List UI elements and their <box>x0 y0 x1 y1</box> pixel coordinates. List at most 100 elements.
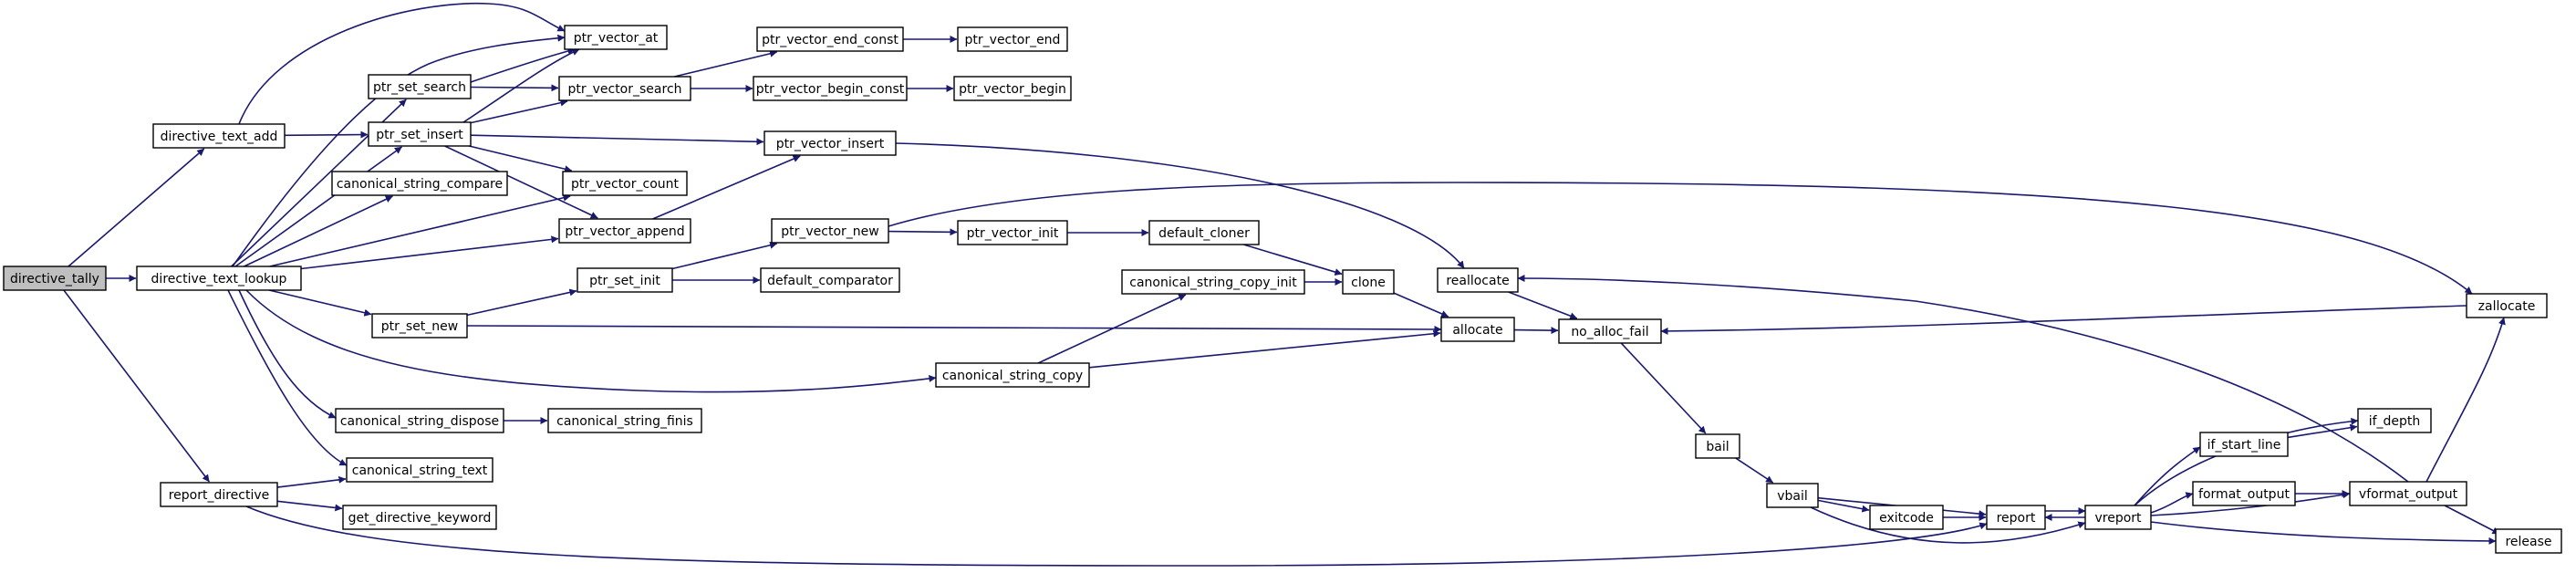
node-box <box>368 74 472 99</box>
node-ptr_vector_begin_const[interactable]: ptr_vector_begin_const <box>753 76 908 101</box>
node-ptr_vector_insert[interactable]: ptr_vector_insert <box>763 130 897 156</box>
edge-line <box>652 155 801 220</box>
node-label: ptr_vector_new <box>781 224 878 239</box>
node-if_depth[interactable]: if_depth <box>2357 408 2432 433</box>
node-vbail[interactable]: vbail <box>1766 483 1819 508</box>
node-label: directive_text_add <box>161 130 278 144</box>
node-label: canonical_string_finis <box>556 414 693 429</box>
edge-ptr_set_insert-to-ptr_vector_append <box>444 145 598 219</box>
node-zallocate[interactable]: zallocate <box>2466 293 2548 318</box>
node-format_output[interactable]: format_output <box>2192 481 2296 506</box>
node-get_directive_keyword[interactable]: get_directive_keyword <box>342 505 497 530</box>
node-default_cloner[interactable]: default_cloner <box>1148 220 1260 245</box>
node-label: release <box>2505 535 2551 549</box>
node-box <box>562 171 688 196</box>
edge-line <box>1620 342 1707 434</box>
node-ptr_vector_init[interactable]: ptr_vector_init <box>957 220 1068 245</box>
edge-vformat_output-to-release <box>2444 505 2500 535</box>
node-ptr_vector_search[interactable]: ptr_vector_search <box>558 76 691 101</box>
node-directive_tally[interactable]: directive_tally <box>3 266 107 291</box>
node-canonical_string_copy[interactable]: canonical_string_copy <box>935 362 1090 388</box>
node-label: report_directive <box>169 488 270 503</box>
node-clone[interactable]: clone <box>1342 269 1395 295</box>
node-box <box>346 457 493 483</box>
edge-line <box>888 182 2473 295</box>
edge-bail-to-vbail <box>1735 457 1774 484</box>
node-canonical_string_compare[interactable]: canonical_string_compare <box>331 171 508 196</box>
node-ptr_vector_new[interactable]: ptr_vector_new <box>771 218 889 244</box>
node-default_comparator[interactable]: default_comparator <box>760 267 900 293</box>
edge-report_directive-to-report <box>245 505 1988 567</box>
edge-line <box>63 289 211 483</box>
node-box <box>335 408 504 433</box>
node-bail[interactable]: bail <box>1695 433 1740 459</box>
edge-line <box>238 289 337 419</box>
node-box <box>2192 481 2296 506</box>
edge-vreport-to-format_output <box>2150 492 2194 514</box>
node-directive_text_add[interactable]: directive_text_add <box>152 123 286 149</box>
node-directive_text_lookup[interactable]: directive_text_lookup <box>136 266 302 291</box>
node-allocate[interactable]: allocate <box>1440 317 1515 342</box>
node-if_start_line[interactable]: if_start_line <box>2199 432 2289 457</box>
node-ptr_set_search[interactable]: ptr_set_search <box>368 74 472 99</box>
node-box <box>558 76 691 101</box>
node-ptr_vector_end[interactable]: ptr_vector_end <box>957 26 1068 52</box>
node-no_alloc_fail[interactable]: no_alloc_fail <box>1558 318 1662 344</box>
node-canonical_string_dispose[interactable]: canonical_string_dispose <box>335 408 504 433</box>
node-ptr_vector_begin[interactable]: ptr_vector_begin <box>953 76 1072 101</box>
node-label: vbail <box>1777 489 1808 504</box>
edge-line <box>1517 275 2409 483</box>
edge-line <box>444 145 598 219</box>
node-box <box>763 130 897 156</box>
edge-line <box>470 134 764 146</box>
node-report[interactable]: report <box>1986 505 2046 530</box>
edge-ptr_vector_search-to-ptr_vector_end_const <box>674 49 778 78</box>
node-report_directive[interactable]: report_directive <box>160 482 278 507</box>
edge-ptr_vector_append-to-ptr_vector_insert <box>652 155 801 220</box>
node-label: zallocate <box>2478 299 2536 314</box>
node-box <box>1695 433 1740 459</box>
edge-line <box>674 49 778 78</box>
edge-ptr_set_new-to-ptr_set_init <box>466 288 577 317</box>
node-vreport[interactable]: vreport <box>2084 505 2152 530</box>
node-label: exitcode <box>1879 511 1934 526</box>
edge-directive_text_add-to-ptr_vector_at <box>238 2 566 125</box>
node-ptr_set_insert[interactable]: ptr_set_insert <box>368 121 472 147</box>
node-ptr_vector_end_const[interactable]: ptr_vector_end_const <box>756 26 904 52</box>
edge-line <box>1393 292 1449 318</box>
node-box <box>2466 293 2548 318</box>
node-ptr_vector_append[interactable]: ptr_vector_append <box>558 218 691 244</box>
edge-directive_text_lookup-to-ptr_vector_append <box>300 235 559 270</box>
node-label: default_cloner <box>1158 226 1250 241</box>
edge-line <box>466 325 1442 333</box>
edge-layer <box>63 2 2506 567</box>
node-label: ptr_vector_count <box>571 177 680 192</box>
node-box <box>1869 505 1944 530</box>
node-ptr_set_new[interactable]: ptr_set_new <box>371 313 468 339</box>
edge-line <box>460 48 580 125</box>
node-box <box>3 266 107 291</box>
edge-line <box>238 2 566 125</box>
edge-canonical_string_copy-to-allocate <box>1088 329 1441 369</box>
edge-line <box>269 193 571 267</box>
node-canonical_string_text[interactable]: canonical_string_text <box>346 457 493 483</box>
edge-vformat_output-to-reallocate <box>1517 275 2409 483</box>
edge-ptr_set_search-to-ptr_vector_at <box>470 47 576 83</box>
edge-line <box>1513 327 1559 335</box>
node-release[interactable]: release <box>2495 528 2562 554</box>
node-layer: directive_tally directive_text_adddirecti… <box>3 25 2562 554</box>
node-box <box>2349 481 2467 506</box>
edge-directive_text_lookup-to-canonical_string_text <box>227 289 348 466</box>
node-ptr_vector_count[interactable]: ptr_vector_count <box>562 171 688 196</box>
edge-line <box>671 241 778 270</box>
node-canonical_string_copy_init[interactable]: canonical_string_copy_init <box>1121 269 1305 295</box>
node-vformat_output[interactable]: vformat_output <box>2349 481 2467 506</box>
node-box <box>756 26 904 52</box>
node-exitcode[interactable]: exitcode <box>1869 505 1944 530</box>
node-ptr_set_init[interactable]: ptr_set_init <box>576 267 673 293</box>
node-reallocate[interactable]: reallocate <box>1437 267 1519 293</box>
node-canonical_string_finis[interactable]: canonical_string_finis <box>547 408 702 433</box>
node-label: directive_text_lookup <box>151 272 287 286</box>
node-box <box>1121 269 1305 295</box>
node-ptr_vector_at[interactable]: ptr_vector_at <box>564 25 668 50</box>
